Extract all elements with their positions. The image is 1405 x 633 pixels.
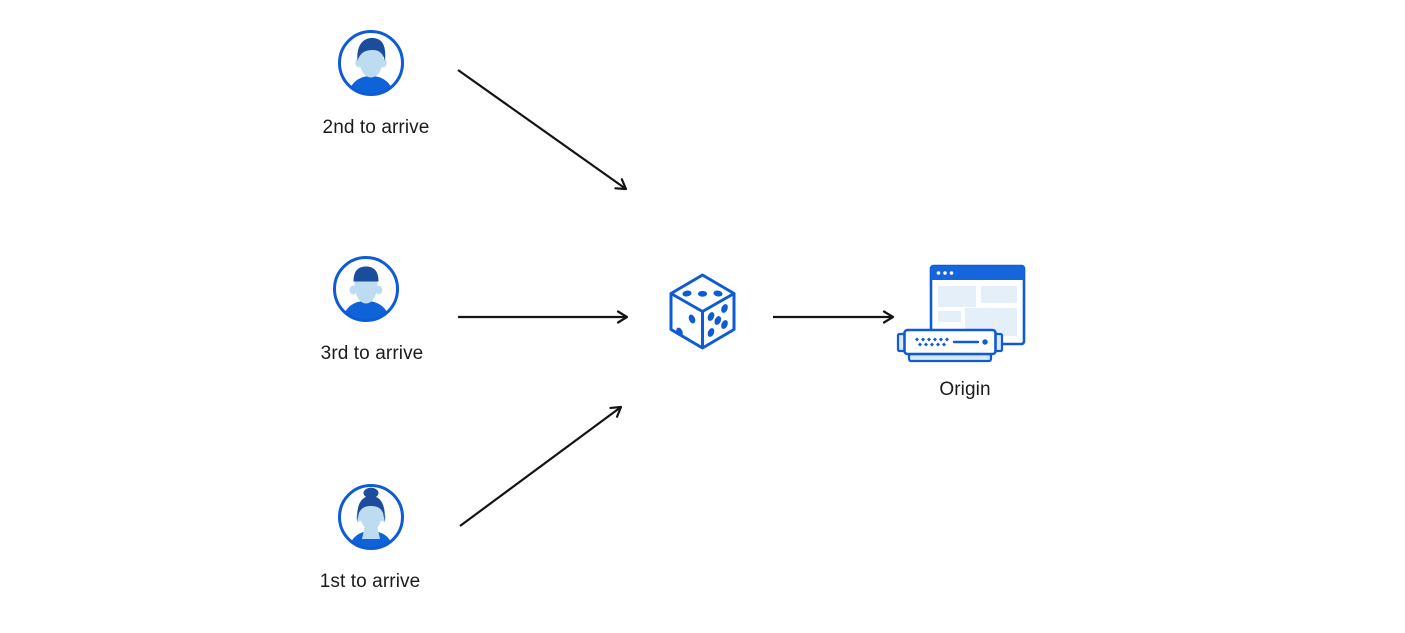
node-visitor-2nd bbox=[335, 27, 407, 104]
arrow-visitor-2nd-to-dice bbox=[457, 69, 628, 191]
male-user-avatar-icon bbox=[333, 256, 399, 322]
node-label-visitor-3rd: 3rd to arrive bbox=[320, 343, 424, 364]
node-dice bbox=[667, 272, 738, 358]
node-label-origin: Origin bbox=[939, 379, 991, 400]
node-visitor-3rd bbox=[330, 253, 402, 330]
origin-server-icon bbox=[896, 264, 1026, 363]
server-led-icon bbox=[982, 339, 988, 345]
node-label-visitor-1st: 1st to arrive bbox=[319, 571, 421, 592]
browser-window-dots-icon bbox=[936, 271, 954, 275]
arrow-visitor-1st-to-dice bbox=[459, 405, 623, 527]
dice-icon bbox=[669, 273, 736, 350]
male-user-avatar-icon bbox=[338, 30, 404, 96]
server-appliance-icon bbox=[896, 328, 1004, 363]
female-user-avatar-icon bbox=[338, 484, 404, 550]
browser-window-icon bbox=[929, 264, 1026, 346]
node-label-visitor-2nd: 2nd to arrive bbox=[322, 117, 430, 138]
server-vents-icon bbox=[915, 337, 949, 347]
node-origin bbox=[895, 263, 1030, 369]
node-visitor-1st bbox=[335, 481, 407, 558]
